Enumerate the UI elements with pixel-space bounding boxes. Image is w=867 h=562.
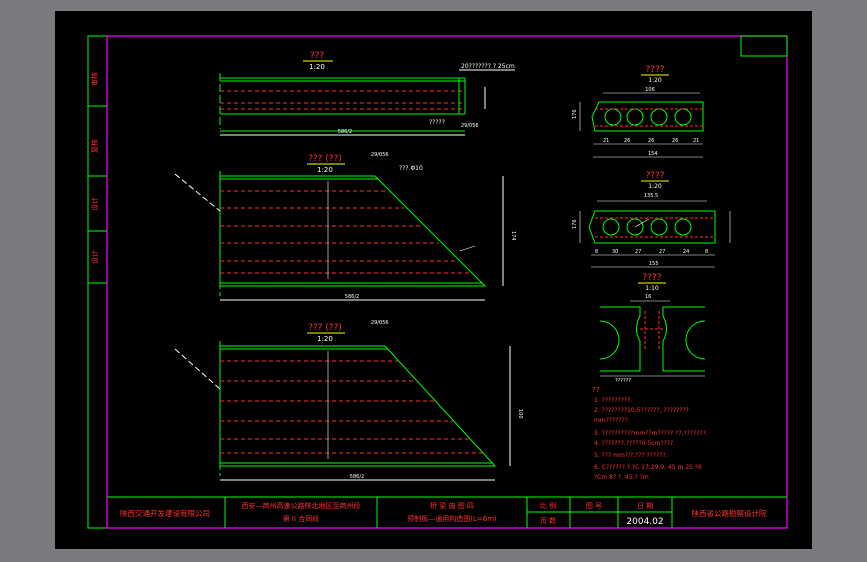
scale-label: 比 例 (540, 501, 556, 510)
side-label: 审核 (90, 72, 99, 86)
drawing-category: 桥 梁 施 图 四 (430, 501, 474, 510)
sheet-label: 图 号 (586, 502, 602, 510)
section-dim: 8 (705, 249, 708, 255)
inner-frame (106, 35, 788, 529)
date-value: 2004.02 (626, 517, 663, 527)
view-middle[interactable]: ??? (??) 1:20 29/056 ??? Φ10 174 586/2 (174, 152, 516, 301)
view-title: ??? (??) (308, 154, 342, 164)
section-2[interactable]: ???? 1:20 135.5 176 8 30 27 27 24 8 155 (572, 171, 731, 268)
section-dim: 27 (635, 249, 641, 255)
section-dim: 26 (648, 138, 654, 144)
note-line: mm???????. (594, 417, 630, 424)
section-dim: 30 (612, 249, 618, 255)
section-dim: 21 (603, 138, 609, 144)
contract-section: 第 II 合同段 (283, 514, 320, 523)
section-label: ?????? (615, 378, 631, 384)
section-title: ???? (645, 171, 664, 181)
section-dim-top: 16 (645, 294, 651, 300)
section-dim: 21 (693, 138, 699, 144)
section-dim: 27 (659, 249, 665, 255)
side-label: 复核 (90, 139, 99, 153)
company-name: 陕西交通开发建设有限公司 (120, 508, 210, 518)
section-dim-top: 135.5 (644, 193, 658, 199)
note-line: 3. ??????????mm??m????? ??,???????. (594, 430, 708, 437)
note-line: 1. ?????????. (594, 397, 632, 404)
top-dim-bottom: 586/2 (338, 129, 352, 135)
bot-dim-right: 100 (517, 409, 523, 419)
view-scale: 1:20 (317, 335, 333, 343)
note-line: 2. ????????10.5??????, ???????? (594, 407, 689, 414)
side-strip: 审核 复核 设计 设计 (88, 72, 107, 284)
section-title: ???? (642, 273, 661, 283)
section-scale: 1:20 (648, 183, 662, 190)
corner-tab (740, 35, 788, 57)
view-scale: 1:20 (317, 166, 333, 174)
drawing-title: 预制板—通用构造图(L=6m) (407, 514, 497, 523)
view-bottom[interactable]: ??? (??) 1:20 29/056 100 586/2 (174, 320, 523, 481)
outer-frame (87, 35, 788, 529)
mid-callout: ??? Φ10 (399, 165, 423, 172)
section-dim-left: 176 (572, 109, 578, 119)
section-scale: 1:10 (645, 285, 659, 292)
section-dim-total: 154 (648, 151, 658, 157)
top-dim: 29/056 (461, 123, 479, 129)
side-label: 设计 (90, 250, 99, 264)
mid-dim-bottom: 586/2 (345, 294, 359, 300)
notes-block: ?? 1. ?????????. 2. ????????10.5??????, … (592, 386, 708, 481)
section-dim: 26 (672, 138, 678, 144)
title-block[interactable]: 陕西交通开发建设有限公司 西安—商州高速公路陕北地区至商州段 第 II 合同段 … (107, 496, 787, 528)
note-line: 6. C??????.? ?C 17.29.9, 45 m 25 ?6 (594, 464, 702, 471)
drawing-svg: 审核 复核 设计 设计 ??? 1:20 20???????.? 25cm ??… (87, 35, 788, 529)
side-label: 设计 (90, 197, 99, 211)
project-name: 西安—商州高速公路陕北地区至商州段 (242, 501, 361, 510)
mid-dim-right: 174 (510, 231, 516, 241)
design-institute: 陕西省公路勘察设计院 (692, 508, 767, 518)
view-top[interactable]: ??? 1:20 20???????.? 25cm ????? 29/056 5… (219, 51, 515, 136)
section-dim-left: 176 (572, 219, 578, 229)
section-title: ???? (645, 65, 664, 75)
section-dim: 8 (595, 249, 598, 255)
section-dim-top: 106 (645, 87, 655, 93)
note-line: 4. ???????,?????0.5cm????. (594, 440, 675, 447)
section-3[interactable]: ???? 1:10 16 ?????? (599, 273, 706, 384)
section-dim: 26 (624, 138, 630, 144)
bot-dim: 29/056 (371, 320, 389, 326)
section-scale: 1:20 (648, 77, 662, 84)
date-label: 日 期 (637, 502, 653, 510)
cad-drawing-canvas[interactable]: 审核 复核 设计 设计 ??? 1:20 20???????.? 25cm ??… (55, 11, 812, 549)
pages-label: 页 数 (540, 516, 556, 525)
section-dim-total: 155 (649, 261, 659, 267)
notes-heading: ?? (592, 386, 600, 394)
view-title: ??? (??) (308, 323, 342, 333)
bot-dim-bottom: 586/2 (350, 474, 364, 480)
section-1[interactable]: ???? 1:20 106 176 21 26 26 26 21 154 (572, 65, 704, 158)
section-dim: 24 (683, 249, 689, 255)
view-title: ??? (310, 51, 325, 61)
note-line: 5. ??? mm?/?,??? ??????. (594, 452, 668, 459)
view-scale: 1:20 (309, 63, 325, 71)
mid-dim: 29/056 (371, 152, 389, 158)
top-note: 20???????.? 25cm (461, 63, 515, 70)
note-line: ?Cm 8? ?, 45.? ?m (594, 474, 649, 481)
top-note-2: ????? (429, 119, 445, 126)
